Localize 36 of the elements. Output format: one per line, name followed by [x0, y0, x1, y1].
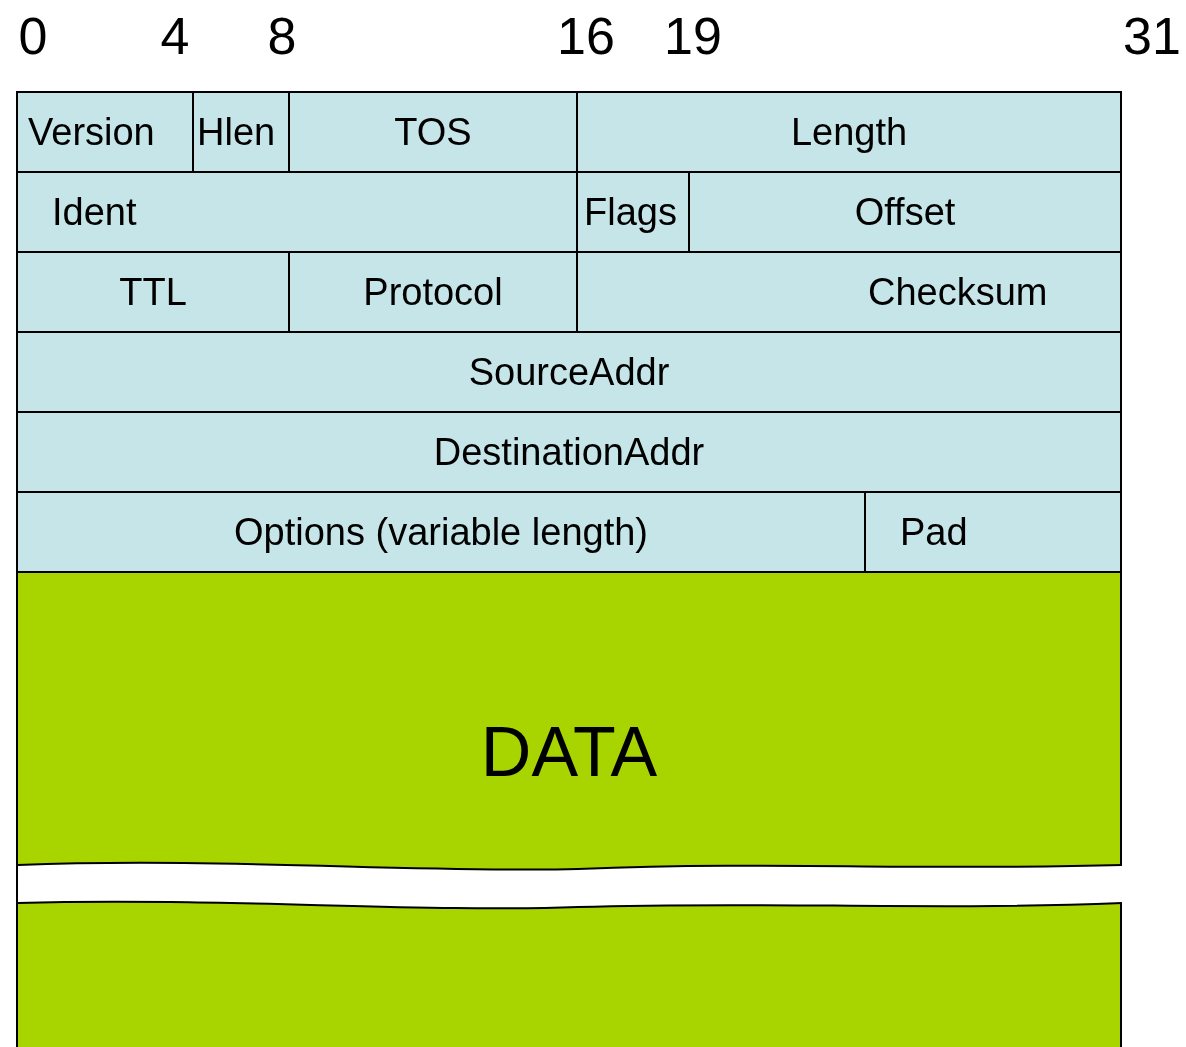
field-label: Offset	[854, 190, 956, 234]
header-field	[16, 491, 866, 573]
field-label: TOS	[394, 110, 472, 154]
header-field	[16, 331, 1122, 413]
header-field	[576, 91, 1122, 173]
section-label: DATA	[480, 712, 658, 792]
field-label: Flags	[584, 190, 677, 234]
field-label: Length	[790, 110, 908, 154]
bit-number: 19	[664, 6, 722, 66]
bit-number: 0	[18, 6, 48, 66]
header-field	[16, 251, 290, 333]
field-label: Protocol	[363, 270, 503, 314]
header-field	[864, 491, 1122, 573]
bit-number: 16	[557, 6, 615, 66]
header-field	[16, 171, 578, 253]
field-label: Hlen	[197, 110, 276, 154]
header-field	[16, 411, 1122, 493]
field-label: Version	[28, 110, 155, 154]
field-label: Pad	[900, 510, 968, 554]
header-field	[576, 171, 690, 253]
field-label: TTL	[119, 270, 187, 314]
field-label: SourceAddr	[468, 350, 670, 394]
header-field	[688, 171, 1122, 253]
field-label: Ident	[52, 190, 137, 234]
field-label: DestinationAddr	[433, 430, 705, 474]
header-field	[16, 91, 194, 173]
header-field	[576, 251, 1122, 333]
data-section	[16, 571, 1122, 1047]
header-field	[288, 251, 578, 333]
bit-number: 8	[267, 6, 297, 66]
field-label: Checksum	[868, 270, 1048, 314]
bit-number: 4	[160, 6, 190, 66]
header-field	[288, 91, 578, 173]
field-label: Options (variable length)	[234, 510, 648, 554]
bit-number: 31	[1123, 6, 1181, 66]
header-field	[192, 91, 290, 173]
